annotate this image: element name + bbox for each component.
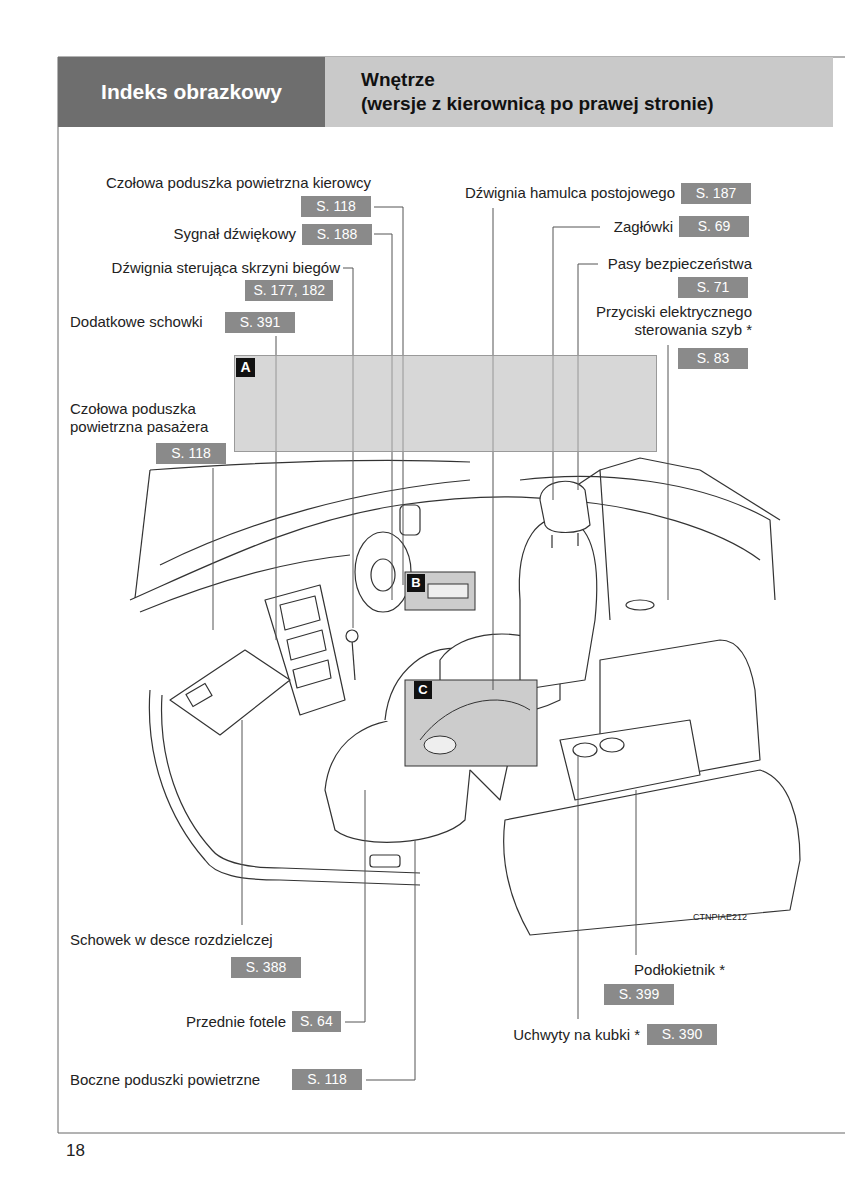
part-name: Dodatkowe schowki — [70, 313, 203, 331]
car-interior-drawing — [370, 855, 400, 867]
leader-line — [578, 755, 579, 1019]
car-interior-drawing — [265, 585, 345, 715]
page-reference: S. 399 — [604, 984, 674, 1005]
page-frame — [58, 57, 845, 1133]
part-name: Pasy bezpieczeństwa — [608, 255, 752, 273]
page-reference: S. 391 — [225, 312, 295, 333]
car-interior-drawing — [186, 683, 212, 706]
page-reference: S. 388 — [231, 957, 301, 978]
car-interior-drawing — [135, 470, 150, 598]
detail-insets — [420, 700, 530, 740]
leader-line — [668, 345, 669, 600]
page-reference: S. 188 — [302, 224, 372, 245]
car-interior-drawing — [293, 660, 331, 688]
callout: Schowek w desce rozdzielczej S. 388 — [70, 931, 301, 978]
region-letter: A — [236, 358, 255, 377]
car-interior-drawing — [552, 533, 578, 548]
header-title: Wnętrze — [361, 68, 435, 92]
car-interior-drawing — [504, 770, 800, 935]
car-interior-drawing — [573, 743, 597, 757]
callout: Czołowa poduszka powietrzna pasażera S. 1… — [70, 400, 235, 464]
region-box: A — [234, 355, 657, 452]
page-number: 18 — [66, 1141, 85, 1161]
car-interior-drawing — [600, 458, 700, 470]
callout: Podłokietnik * S. 399 — [604, 961, 725, 1005]
detail-insets — [405, 572, 475, 610]
page-frame — [58, 1133, 845, 1134]
part-name: Uchwyty na kubki * — [513, 1026, 640, 1044]
header-title: Indeks obrazkowy — [101, 79, 282, 105]
car-interior-drawing — [371, 559, 395, 591]
part-name: Czołowa poduszka powietrzna pasażera — [70, 400, 235, 436]
page-reference: S. 118 — [301, 196, 371, 217]
page-reference: S. 64 — [292, 1011, 341, 1032]
car-interior-drawing — [325, 719, 470, 842]
car-interior-drawing — [700, 470, 780, 520]
page-reference: S. 187 — [681, 183, 751, 204]
detail-insets — [428, 584, 468, 598]
part-name: Schowek w desce rozdzielczej — [70, 931, 273, 949]
part-name: Dźwignia sterująca skrzyni biegów — [112, 259, 340, 277]
callout: Uchwyty na kubki * S. 390 — [513, 1024, 717, 1045]
part-name: Podłokietnik * — [634, 961, 725, 979]
page-reference: S. 118 — [156, 443, 226, 464]
car-interior-drawing — [519, 518, 596, 690]
callout: Dźwignia hamulca postojowego S. 187 — [465, 183, 751, 204]
page-frame — [58, 57, 59, 1133]
car-interior-drawing — [346, 630, 358, 642]
detail-insets — [405, 680, 537, 766]
header-subtitle: (wersje z kierownicą po prawej stronie) — [361, 92, 714, 116]
part-name: Zagłówki — [614, 218, 673, 236]
part-name: Dźwignia hamulca postojowego — [465, 184, 675, 202]
header-box: Indeks obrazkowy — [58, 57, 325, 127]
page-reference: S. 177, 182 — [245, 280, 333, 301]
leader-line — [213, 207, 668, 1080]
car-interior-drawing — [287, 630, 326, 660]
part-name: Czołowa poduszka powietrzna kierowcy — [106, 174, 371, 192]
car-interior-drawing — [352, 640, 355, 680]
car-interior-drawing — [626, 600, 654, 610]
inset-letter: C — [414, 681, 432, 699]
header-box: Wnętrze(wersje z kierownicą po prawej st… — [325, 57, 833, 127]
callout: Dźwignia sterująca skrzyni biegów S. 177,… — [112, 259, 340, 301]
leader-line — [636, 790, 637, 955]
car-interior-drawing — [170, 650, 290, 735]
part-name: Sygnał dźwiękowy — [173, 225, 296, 243]
callout: Dodatkowe schowki S. 391 — [70, 312, 295, 333]
leader-line — [213, 468, 214, 630]
callout: Przednie fotele S. 64 — [186, 1011, 341, 1032]
leader-line — [366, 840, 415, 1080]
page-reference: S. 118 — [292, 1069, 362, 1090]
car-interior-drawing — [280, 596, 320, 630]
car-interior-drawing — [600, 738, 624, 752]
leader-line — [242, 720, 243, 925]
detail-insets — [405, 572, 537, 766]
leader-line — [345, 790, 365, 1022]
page-reference: S. 69 — [679, 216, 749, 237]
page-reference: S. 390 — [647, 1024, 717, 1045]
callout: Boczne poduszki powietrzne S. 118 — [70, 1069, 362, 1090]
car-interior-drawing — [560, 720, 700, 800]
part-name: Przyciski elektrycznego sterowania szyb … — [577, 303, 752, 339]
car-interior-drawing — [160, 480, 470, 565]
callout: Sygnał dźwiękowy S. 188 — [173, 224, 372, 245]
figure-code: CTNPIAE212 — [693, 912, 747, 922]
car-interior-drawing — [130, 458, 800, 935]
inset-letter: B — [407, 574, 425, 592]
callout: Czołowa poduszka powietrzna kierowcy S. 1… — [106, 174, 371, 217]
page-reference: S. 83 — [678, 348, 748, 369]
page-reference: S. 71 — [678, 277, 748, 298]
part-name: Boczne poduszki powietrzne — [70, 1071, 260, 1089]
callout: Pasy bezpieczeństwa S. 71 — [608, 255, 752, 298]
callout: Zagłówki S. 69 — [614, 216, 749, 237]
part-name: Przednie fotele — [186, 1013, 286, 1031]
car-interior-drawing — [540, 481, 590, 532]
detail-insets — [424, 736, 456, 754]
